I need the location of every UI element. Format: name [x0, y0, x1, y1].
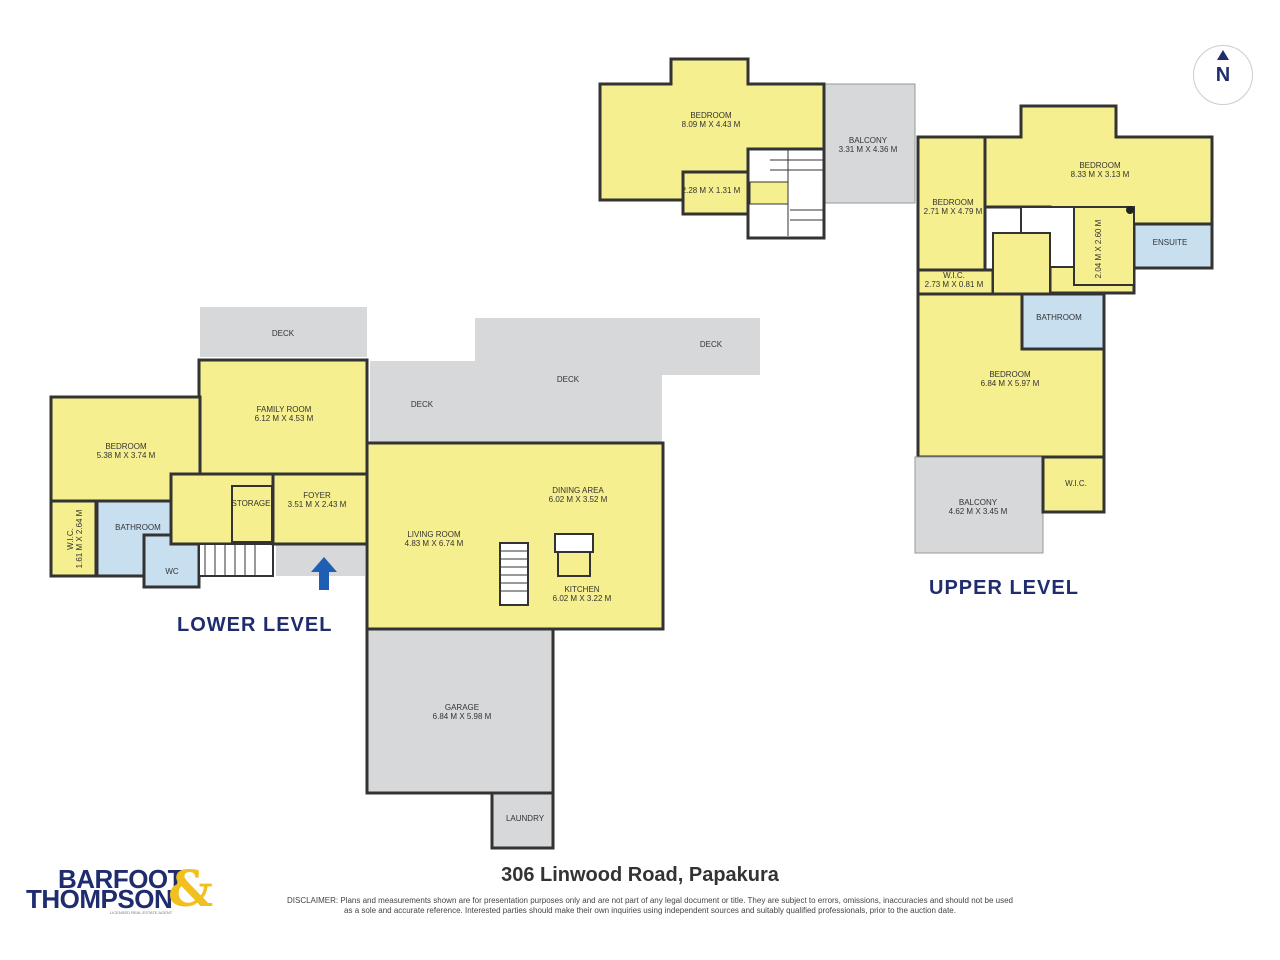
room-label: BEDROOM — [690, 111, 732, 120]
room-dimensions: 6.84 M X 5.98 M — [433, 712, 492, 721]
deck-area — [475, 318, 662, 443]
room-dimensions: 2.73 M X 0.81 M — [925, 280, 984, 289]
room-label: W.I.C. — [66, 528, 75, 550]
room-label: BEDROOM — [105, 442, 147, 451]
stair-treads — [770, 150, 824, 236]
north-compass-icon: N — [1193, 45, 1253, 105]
entry-arrow-icon — [311, 557, 337, 590]
room-dimensions: 2.04 M X 2.60 M — [1094, 219, 1103, 278]
room-label: DECK — [272, 329, 295, 338]
room-label: LAUNDRY — [506, 814, 545, 823]
room-label: GARAGE — [445, 703, 479, 712]
room-dimensions: 6.84 M X 5.97 M — [981, 379, 1040, 388]
brand-ampersand: & — [168, 859, 214, 918]
room-label: FAMILY ROOM — [257, 405, 312, 414]
deck-area — [200, 307, 367, 357]
stair-floor — [198, 543, 274, 577]
room-label: BALCONY — [849, 136, 888, 145]
room-label: DECK — [557, 375, 580, 384]
closet-floor — [1073, 206, 1135, 286]
bedroom-floor — [49, 395, 202, 503]
room-dimensions: 8.09 M X 4.43 M — [682, 120, 741, 129]
property-address: 306 Linwood Road, Papakura — [501, 864, 779, 886]
room-label: BALCONY — [959, 498, 998, 507]
room-label: DECK — [411, 400, 434, 409]
room-dimensions: 1.61 M X 2.64 M — [75, 509, 84, 568]
room-label: BATHROOM — [115, 523, 161, 532]
laundry-floor — [490, 791, 555, 850]
room-label: STORAGE — [232, 499, 271, 508]
upper-level-plan: BEDROOM 8.09 M X 4.43 M 2.28 M X 1.31 M … — [598, 57, 1214, 554]
room-dimensions: 6.02 M X 3.52 M — [549, 495, 608, 504]
bedroom-floor — [916, 135, 987, 272]
kitchen-island — [557, 551, 591, 577]
brand-logo: BARFOOT THOMPSON & LICENSED REAL ESTATE … — [26, 859, 216, 926]
room-label: BATHROOM — [1036, 313, 1082, 322]
upper-level-title: UPPER LEVEL — [929, 577, 1079, 599]
wic-floor — [49, 499, 98, 578]
room-label: W.I.C. — [1065, 479, 1087, 488]
landing-floor — [749, 181, 789, 205]
garage-floor — [365, 627, 555, 795]
disclaimer-line-1: DISCLAIMER: Plans and measurements shown… — [286, 896, 1014, 905]
wic-floor — [1041, 455, 1106, 514]
room-label: BEDROOM — [989, 370, 1031, 379]
room-label: ENSUITE — [1153, 238, 1188, 247]
room-dimensions: 8.33 M X 3.13 M — [1071, 170, 1130, 179]
room-dimensions: 4.83 M X 6.74 M — [405, 539, 464, 548]
brand-subtitle: LICENSED REAL ESTATE AGENT — [110, 910, 173, 915]
disclaimer-line-2: as a sole and accurate reference. Intere… — [344, 906, 956, 915]
hall-floor — [992, 232, 1051, 295]
room-dimensions: 2.28 M X 1.31 M — [682, 186, 741, 195]
lower-level-plan: DECK DECK DECK DECK FAMILY ROOM 6.12 M X… — [49, 307, 760, 850]
stairs — [499, 542, 529, 606]
compass-letter: N — [1215, 64, 1231, 86]
room-label: FOYER — [303, 491, 331, 500]
ensuite-floor — [1132, 222, 1214, 270]
room-dimensions: 3.51 M X 2.43 M — [288, 500, 347, 509]
room-dimensions: 6.12 M X 4.53 M — [255, 414, 314, 423]
fixture-icon — [1126, 206, 1134, 214]
room-dimensions: 4.62 M X 3.45 M — [949, 507, 1008, 516]
brand-line-1: BARFOOT — [58, 864, 184, 894]
room-dimensions: 3.31 M X 4.36 M — [839, 145, 898, 154]
room-label: DINING AREA — [552, 486, 604, 495]
room-label: DECK — [700, 340, 723, 349]
disclaimer: DISCLAIMER: Plans and measurements shown… — [250, 896, 1050, 916]
storage-floor — [231, 485, 273, 543]
stairs — [554, 533, 594, 553]
foyer-floor — [271, 472, 369, 546]
room-label: LIVING ROOM — [407, 530, 461, 539]
room-label: BEDROOM — [932, 198, 974, 207]
closet-floor — [681, 170, 750, 216]
brand-line-2: THOMPSON — [26, 884, 173, 914]
room-dimensions: 5.38 M X 3.74 M — [97, 451, 156, 460]
room-dimensions: 2.71 M X 4.79 M — [924, 207, 983, 216]
room-dimensions: 6.02 M X 3.22 M — [553, 594, 612, 603]
compass-arrow-icon — [1217, 50, 1229, 60]
lower-level-title: LOWER LEVEL — [177, 614, 333, 636]
room-label: WC — [165, 567, 179, 576]
bathroom-floor — [1020, 292, 1106, 351]
room-label: BEDROOM — [1079, 161, 1121, 170]
room-label: KITCHEN — [564, 585, 599, 594]
room-label: W.I.C. — [943, 271, 965, 280]
deck-area — [662, 318, 760, 375]
stair-treads — [204, 544, 528, 592]
deck-area — [370, 361, 475, 443]
